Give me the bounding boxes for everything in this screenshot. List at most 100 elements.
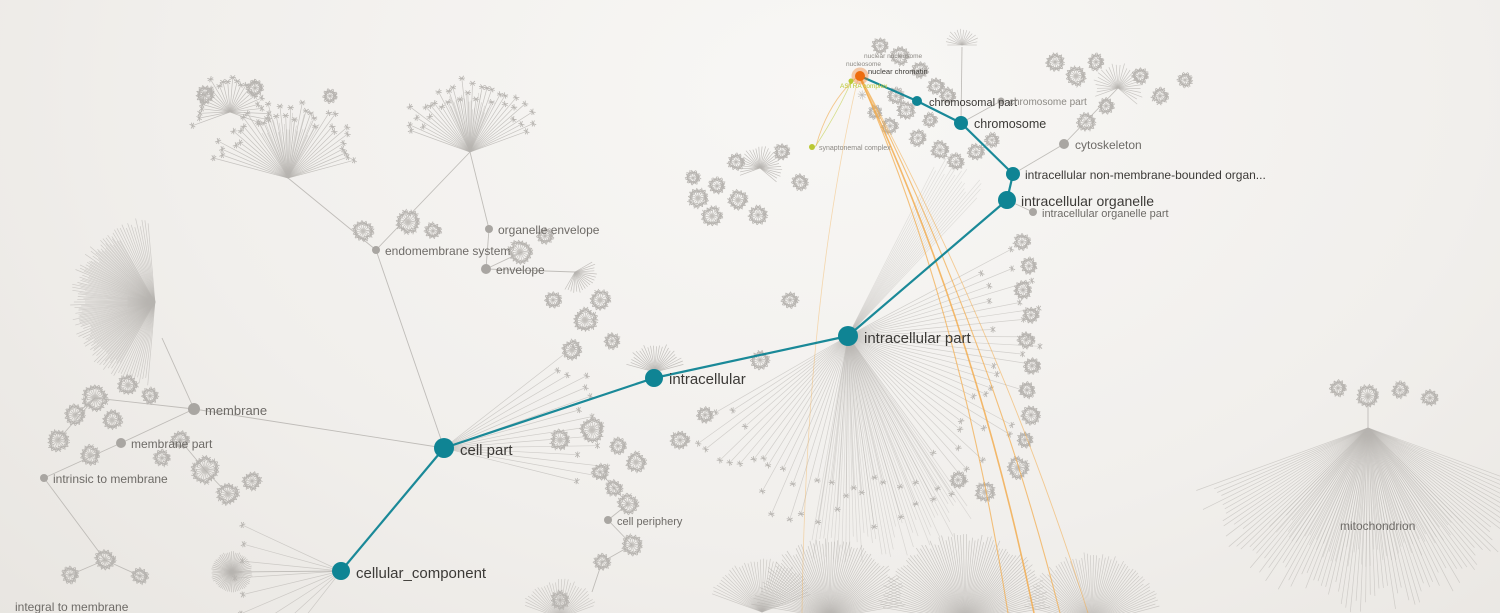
fan-spoke <box>752 149 761 169</box>
fan-spoke <box>287 123 320 179</box>
fan-spoke <box>1259 427 1369 573</box>
fan-spoke <box>847 335 858 543</box>
fan-spoke <box>970 554 1013 613</box>
fan-spoke <box>1242 427 1369 529</box>
fan-spoke <box>1367 427 1500 513</box>
fan-spoke <box>1256 427 1369 554</box>
fan-spoke <box>120 301 156 374</box>
spoke-tip-star-icon <box>912 481 919 485</box>
cluster-fan <box>117 373 139 395</box>
fan-spoke <box>1367 427 1413 554</box>
fan-spoke <box>1100 570 1137 613</box>
fan-spoke <box>1367 427 1440 586</box>
fan-spoke <box>1269 427 1369 527</box>
fan-spoke <box>287 131 335 179</box>
fan-spoke <box>202 94 206 102</box>
fan-spoke <box>574 271 588 287</box>
cluster-fan <box>544 291 563 309</box>
fan-spoke <box>563 588 586 613</box>
fan-spoke <box>1078 560 1091 613</box>
spoke-tip-star-icon <box>987 298 992 305</box>
cluster-fan <box>908 128 927 148</box>
fan-spoke <box>242 570 342 595</box>
fan-spoke <box>953 533 965 613</box>
spoke-tip-star-icon <box>515 94 517 101</box>
spoke-tip-star-icon <box>419 125 427 128</box>
fan-spoke <box>1039 582 1079 613</box>
fan-spoke <box>1290 427 1369 587</box>
fan-spoke <box>946 37 963 46</box>
fan-spoke <box>949 31 963 46</box>
fan-spoke <box>84 300 156 303</box>
fan-spoke <box>539 235 546 239</box>
fan-spoke <box>831 545 863 613</box>
fan-spoke <box>847 188 965 337</box>
fan-spoke <box>82 301 156 325</box>
fan-spoke <box>768 575 824 613</box>
spoke-tip-star-icon <box>406 105 414 108</box>
fan-spoke <box>443 375 587 449</box>
fan-spoke <box>427 230 434 234</box>
fan-spoke <box>837 335 849 510</box>
fan-spoke <box>329 95 332 102</box>
fan-spoke <box>1349 427 1369 613</box>
fan-spoke <box>845 335 849 563</box>
fan-spoke <box>847 335 895 538</box>
fan-spoke <box>961 34 976 46</box>
fan-spoke <box>198 94 206 98</box>
fan-spoke <box>253 87 256 95</box>
cluster-fan <box>751 538 906 613</box>
fan-spoke <box>568 599 593 613</box>
fan-spoke <box>1367 427 1421 603</box>
fan-spoke <box>976 570 1035 613</box>
fan-spoke <box>966 542 985 613</box>
fan-spoke <box>759 156 780 169</box>
fan-spoke <box>1117 87 1143 98</box>
fan-spoke <box>202 94 231 113</box>
fan-spoke <box>93 301 156 350</box>
fan-spoke <box>574 271 581 293</box>
fan-spoke <box>1117 64 1121 89</box>
fan-spoke <box>204 94 209 101</box>
fan-spoke <box>213 571 233 582</box>
fan-spoke <box>847 183 982 337</box>
spoke-tip-star-icon <box>122 387 125 395</box>
fan-spoke <box>847 335 931 546</box>
fan-spoke <box>847 335 897 527</box>
spoke-tip-star-icon <box>322 92 329 97</box>
fan-spoke <box>1367 427 1468 568</box>
fan-spoke <box>247 113 289 179</box>
spoke-tip-star-icon <box>365 221 368 228</box>
fan-spoke <box>469 123 534 153</box>
fan-spoke <box>971 555 1017 613</box>
fan-spoke <box>261 132 289 179</box>
fan-spoke <box>1117 68 1128 89</box>
cluster-fan <box>152 448 171 468</box>
fan-spoke <box>1367 427 1400 554</box>
fan-spoke <box>329 92 334 97</box>
spoke-tip-star-icon <box>232 575 238 581</box>
fan-spoke <box>294 570 342 613</box>
fan-spoke <box>147 301 156 386</box>
fan-spoke <box>1117 87 1138 100</box>
fan-spoke <box>847 335 894 550</box>
fan-spoke <box>847 174 956 337</box>
spoke-tip-star-icon <box>617 481 619 488</box>
fan-spoke <box>653 345 656 373</box>
fan-spoke <box>847 161 956 337</box>
fan-spoke <box>1285 427 1369 568</box>
spoke-tip-star-icon <box>766 462 770 469</box>
fan-spoke <box>222 81 231 113</box>
fan-spoke <box>213 157 289 179</box>
fan-spoke <box>1347 427 1369 567</box>
fan-spoke <box>1032 585 1076 613</box>
spoke-tip-star-icon <box>407 128 414 133</box>
fan-spoke <box>753 597 813 613</box>
cluster-layer <box>47 28 1500 613</box>
cluster-fan <box>609 436 627 456</box>
fan-spoke <box>144 220 156 303</box>
fan-spoke <box>221 148 289 179</box>
fan-spoke <box>979 578 1040 613</box>
spoke-tip-star-icon <box>595 473 597 481</box>
